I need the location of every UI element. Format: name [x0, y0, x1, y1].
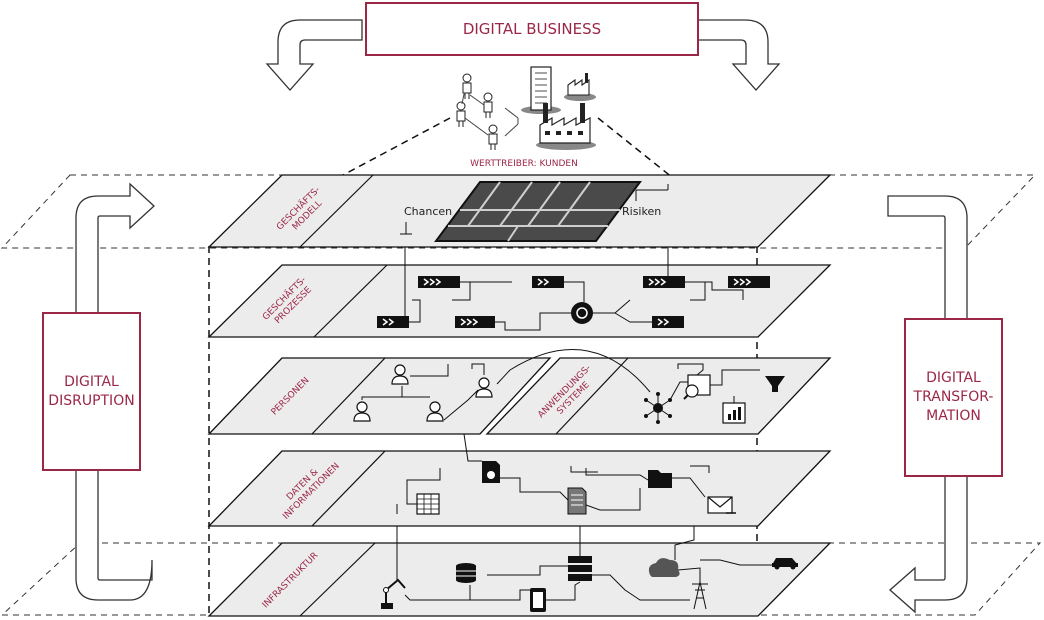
digital-business-label: DIGITAL BUSINESS: [462, 19, 602, 38]
process-chevron-marks: [382, 278, 752, 326]
digital-disruption-line-1: DIGITAL: [64, 373, 119, 390]
infra-connectors: [396, 526, 772, 601]
digital-disruption-line-2: DISRUPTION: [48, 392, 135, 409]
plane-infrastruktur: [207, 542, 832, 617]
data-connectors: [396, 433, 710, 514]
digital-disruption-box: DIGITAL DISRUPTION: [42, 312, 141, 471]
process-chevron-icons: [377, 276, 770, 328]
person-connectors: [361, 349, 651, 421]
right-curved-arrow: [887, 195, 968, 614]
data-icons: [416, 461, 736, 515]
digital-transformation-line-3: MATION: [926, 407, 981, 424]
factory-icons: [536, 73, 596, 150]
app-connectors: [669, 363, 760, 403]
top-left-curved-arrow: [265, 19, 363, 91]
top-right-curved-arrow: [697, 19, 781, 91]
label-risiken: Risiken: [622, 205, 661, 218]
digital-transformation-line-1: DIGITAL: [926, 370, 981, 387]
plane-personen: [207, 357, 552, 435]
digital-transformation-line-2: TRANSFOR-: [913, 389, 994, 406]
process-connectors: [404, 247, 744, 331]
label-chancen: Chancen: [404, 205, 452, 218]
infrastructure-icons: [381, 556, 798, 612]
business-model-canvas-icon: [434, 181, 642, 242]
customer-network-lines: [461, 93, 519, 137]
office-building-icon: [521, 66, 561, 114]
digital-business-box: DIGITAL BUSINESS: [365, 2, 699, 56]
left-curved-arrow: [75, 182, 155, 601]
chancen-risiken-pins: [400, 184, 669, 235]
value-driver-text: WERTTREIBER: KUNDEN: [470, 159, 578, 169]
person-icons: [353, 364, 493, 422]
customer-people-icons: [456, 73, 498, 150]
digital-transformation-box: DIGITAL TRANSFOR- MATION: [904, 318, 1003, 477]
